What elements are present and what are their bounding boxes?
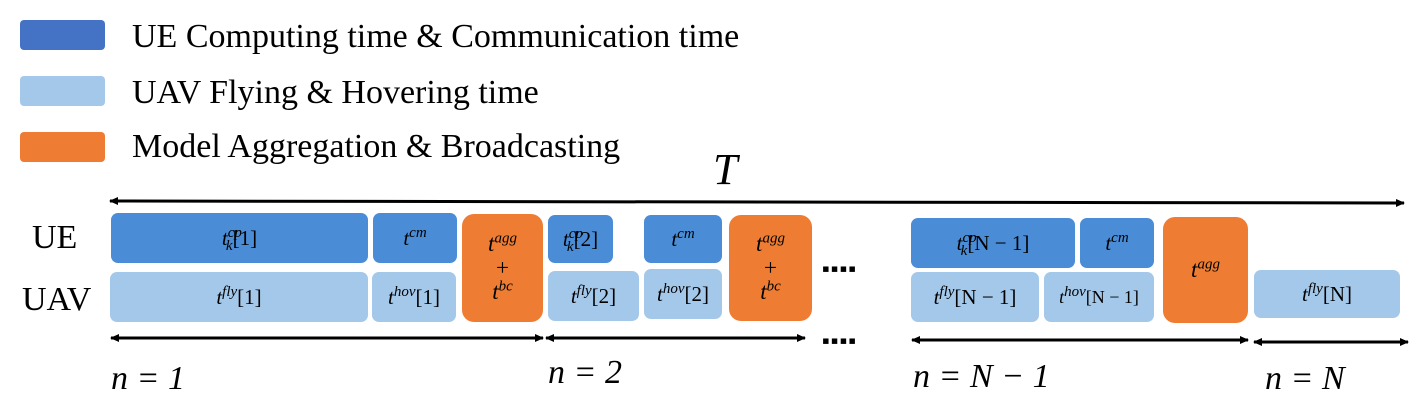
aggregation-broadcast-block-2: tagg + tbc [729,215,812,321]
legend-swatch-ue [20,20,105,50]
aggregation-broadcast-block-1: tagg + tbc [462,214,543,322]
ue-computing-block-2: tcpk[2] [548,215,613,263]
uav-hovering-block-2: thov[2] [644,269,722,319]
interval-label-n1: n = 1 [111,360,185,397]
total-time-label: T [713,145,738,194]
row-label-uav: UAV [22,281,92,318]
aggregation-block-n-minus-1: tagg [1163,217,1248,323]
uav-flying-block-1: tfly[1] [110,272,368,322]
legend-label-uav: UAV Flying & Hovering time [132,74,539,111]
legend-label-agg: Model Aggregation & Broadcasting [132,128,621,165]
ue-communication-block-1: tcm [373,213,457,263]
legend-swatch-agg [20,132,105,162]
ue-computing-block-n-minus-1: tcpk[N − 1] [911,218,1075,268]
total-span-arrow [109,197,1405,207]
ellipsis-dots-bottom: ▪▪▪▪ [822,328,858,353]
uav-flying-block-n: tfly[N] [1254,270,1400,318]
uav-flying-block-2: tfly[2] [548,271,639,321]
uav-flying-block-n-minus-1: tfly[N − 1] [911,272,1039,322]
ue-computing-block-1: tcpk[1] [111,213,368,263]
legend-label-ue: UE Computing time & Communication time [132,18,740,55]
ellipsis-dots-top: ▪▪▪▪ [822,256,858,281]
interval-label-n-minus-1: n = N − 1 [913,358,1050,395]
ue-communication-block-2: tcm [644,215,722,263]
interval-label-n: n = N [1265,360,1345,397]
uav-hovering-block-n-minus-1: thov[N − 1] [1044,272,1154,322]
uav-hovering-block-1: thov[1] [372,272,456,322]
ue-communication-block-n-minus-1: tcm [1080,218,1154,268]
row-label-ue: UE [32,219,78,256]
legend-swatch-uav [20,76,105,106]
interval-label-n2: n = 2 [548,354,622,391]
